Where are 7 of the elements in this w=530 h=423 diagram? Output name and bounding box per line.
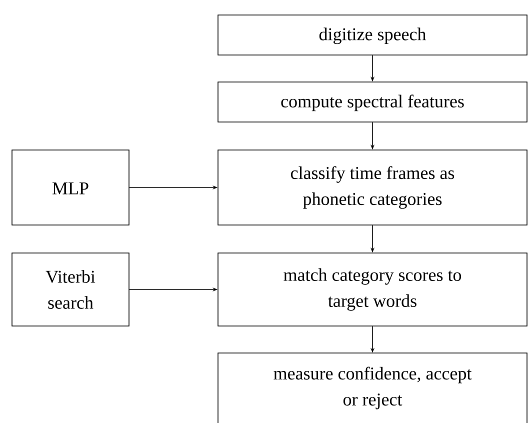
process-box: digitize speech [218, 14, 528, 56]
process-box: measure confidence, accept or reject [218, 352, 528, 423]
process-box: match category scores to target words [218, 252, 528, 326]
process-box: classify time frames as phonetic categories [218, 150, 528, 226]
input-box: Viterbi search [12, 252, 130, 326]
process-box: compute spectral features [218, 82, 528, 122]
input-box: MLP [12, 150, 130, 226]
